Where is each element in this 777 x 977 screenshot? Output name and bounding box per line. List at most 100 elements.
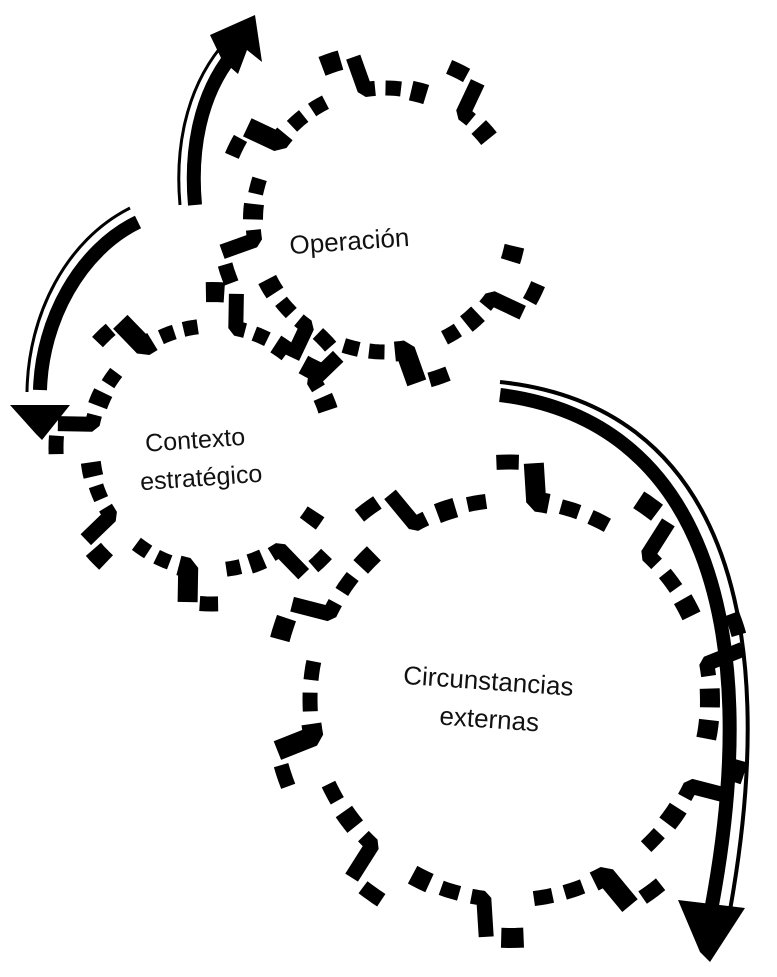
label-circunstancias: Circunstancias externas <box>400 660 582 740</box>
gear-circunstancias-segment <box>699 642 746 678</box>
gear-circunstancias-segment <box>587 510 611 532</box>
gear-contexto-segment <box>270 335 294 361</box>
gear-circunstancias-segment <box>726 758 748 785</box>
gear-operacion-segment <box>285 314 314 361</box>
gear-circunstancias-segment <box>659 802 687 830</box>
gear-circunstancias-segment <box>438 880 462 901</box>
arrow-top-head <box>210 15 262 74</box>
gear-contexto-segment <box>246 549 268 574</box>
gear-operacion-segment <box>225 134 248 159</box>
gear-contexto-segment <box>307 350 344 393</box>
gear-operacion <box>217 50 545 388</box>
gear-circunstancias-segment <box>345 830 379 882</box>
gear-operacion-segment <box>446 60 471 83</box>
gear-operacion-segment <box>460 306 485 332</box>
gear-operacion-segment <box>385 80 402 97</box>
label-circunstancias-line-2: externas <box>439 701 541 738</box>
gear-contexto-segment <box>157 324 177 345</box>
gear-operacion-segment <box>219 229 263 259</box>
gear-contexto-segment <box>199 596 219 612</box>
arrow-left <box>10 206 142 440</box>
gear-contexto-segment <box>153 549 173 570</box>
gear-contexto-segment <box>205 282 225 303</box>
gear-circunstancias-segment <box>270 614 296 643</box>
gear-operacion-segment <box>408 80 430 105</box>
arrow-right-head <box>678 900 745 962</box>
gear-circunstancias-segment <box>532 888 555 907</box>
gear-circunstancias-segment <box>354 496 382 522</box>
gear-circunstancias-segment <box>273 762 296 789</box>
gear-contexto-segment <box>225 559 243 577</box>
label-contexto-line-1: Contexto <box>144 423 246 458</box>
gear-operacion-segment <box>318 50 344 76</box>
gear-circunstancias-segment <box>358 881 386 907</box>
gear-contexto-segment <box>131 537 153 559</box>
gear-contexto-segment <box>48 435 64 455</box>
gear-operacion-segment <box>456 79 485 126</box>
gear-contexto-segment <box>299 506 325 530</box>
gear-circunstancias-segment <box>469 888 494 938</box>
label-operacion: Operación <box>288 222 410 260</box>
label-contexto: Contexto estratégico <box>137 422 264 496</box>
gear-circunstancias-segment <box>589 866 638 912</box>
gear-operacion-segment <box>346 54 376 98</box>
arrow-top <box>177 15 262 206</box>
gear-circunstancias-segment <box>465 493 488 512</box>
label-circunstancias-line-1: Circunstancias <box>402 660 574 702</box>
gear-contexto-segment <box>113 314 158 356</box>
gear-operacion-segment <box>243 118 293 152</box>
gear-circunstancias-segment <box>384 489 430 531</box>
gear-circunstancias-segment <box>673 594 701 621</box>
gear-circunstancias-segment <box>724 611 747 638</box>
gear-circunstancias-segment <box>523 462 551 514</box>
gear-circunstancias-segment <box>335 805 364 833</box>
arrow-left-head <box>10 405 70 440</box>
gear-circunstancias-segment <box>335 571 359 596</box>
gear-contexto-segment <box>251 326 271 347</box>
gear-operacion-segment <box>427 366 451 388</box>
gear-circunstancias-segment <box>696 718 719 741</box>
gear-circunstancias-segment <box>321 780 344 805</box>
gear-circunstancias-segment <box>641 518 675 570</box>
gear-operacion-segment <box>217 262 239 286</box>
gear-circunstancias-segment <box>562 879 586 900</box>
gear-contexto-segment <box>308 548 332 573</box>
gear-operacion-segment <box>248 176 267 196</box>
gear-operacion-segment <box>286 110 309 132</box>
gear-operacion-segment <box>275 296 297 319</box>
gear-operacion-segment <box>479 291 526 320</box>
gear-circunstancias-segment <box>678 778 730 804</box>
gear-operacion-segment <box>258 274 284 299</box>
label-operacion-line-1: Operación <box>288 222 410 260</box>
gear-operacion-segment <box>243 202 264 220</box>
gear-circunstancias-segment <box>353 546 381 574</box>
gear-contexto-segment <box>85 542 114 570</box>
gear-contexto-segment <box>57 413 102 432</box>
gear-circunstancias-segment <box>633 491 663 521</box>
gear-operacion-segment <box>341 338 361 357</box>
gear-circunstancias-segment <box>558 499 582 520</box>
gear-circunstancias-segment <box>638 878 666 904</box>
gear-contexto-segment <box>80 460 104 479</box>
gear-circunstancias-segment <box>290 596 342 622</box>
gear-operacion-segment <box>393 340 427 387</box>
gear-contexto-segment <box>88 483 109 503</box>
gear-circunstancias-segment <box>658 568 683 593</box>
gear-contexto <box>48 282 344 612</box>
gear-contexto-segment <box>267 543 310 580</box>
gear-circunstancias-segment <box>303 659 322 681</box>
gear-contexto-segment <box>313 392 338 414</box>
gear-contexto-segment <box>80 503 117 546</box>
gear-contexto-segment <box>88 388 113 410</box>
gear-contexto-segment <box>176 555 199 603</box>
gear-contexto-segment <box>228 293 247 338</box>
gear-circunstancias-segment <box>433 498 459 523</box>
label-contexto-line-2: estratégico <box>139 460 263 496</box>
gear-contexto-segment <box>101 367 123 389</box>
gear-circunstancias-segment <box>407 865 434 893</box>
gear-circunstancias-segment <box>640 827 665 852</box>
gear-operacion-segment <box>308 95 329 117</box>
gear-operacion-segment <box>441 323 462 345</box>
gear-contexto-segment <box>181 319 199 337</box>
